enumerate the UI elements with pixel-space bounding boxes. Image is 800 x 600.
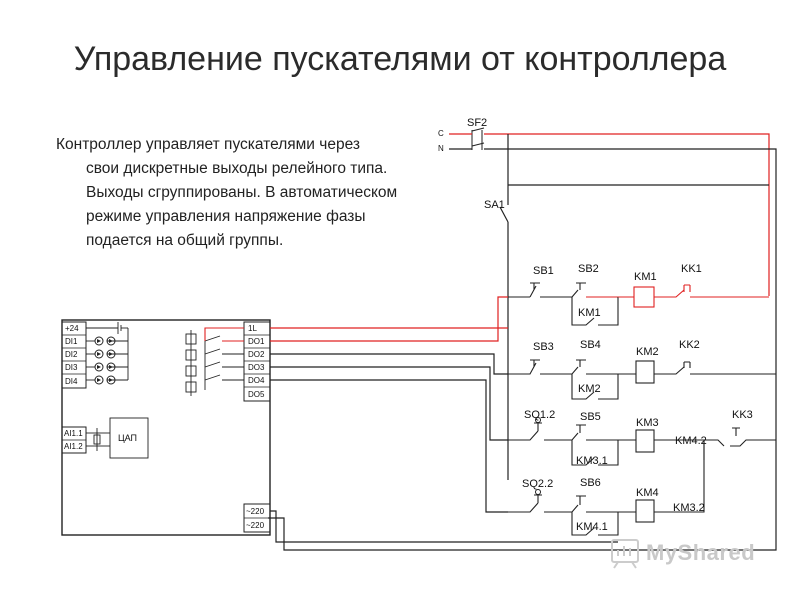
led-icon	[94, 349, 116, 359]
slide-body-text: Контроллер управляет пускателями через с…	[56, 133, 416, 253]
output-label: 1L	[248, 324, 257, 333]
rung2-thermal-label: KK2	[679, 339, 700, 351]
rung2-coil-label: KM2	[636, 346, 659, 358]
rung1-coil-label: KM1	[634, 271, 657, 283]
rung3-interlock-label: KM4.2	[675, 435, 707, 447]
phase-wire-top	[449, 133, 770, 296]
output-label: DO4	[248, 376, 265, 385]
controller-block	[61, 319, 271, 536]
terminal-c-label: C	[438, 129, 444, 138]
rung4-hold-label: KM4.1	[576, 521, 608, 533]
slide-title: Управление пускателями от контроллера	[73, 40, 727, 78]
rung1-thermal-label: KK1	[681, 263, 702, 275]
output-label: DO3	[248, 363, 265, 372]
rung1-stop-label: SB1	[533, 265, 554, 277]
rung2-hold-label: KM2	[578, 383, 601, 395]
power-terminal-label: ~220	[246, 521, 265, 530]
relay-output-circuit	[185, 330, 244, 396]
input-label: +24	[65, 324, 79, 333]
wire-do2	[270, 353, 508, 375]
wire-do3	[270, 366, 508, 441]
limit-switch-icon	[535, 489, 541, 495]
mode-switch-section	[499, 134, 769, 480]
watermark: MyShared	[608, 540, 768, 568]
rung3-hold-label: KM3.1	[576, 455, 608, 467]
input-led-circuit	[86, 322, 129, 381]
sf2-breaker-icon	[471, 127, 485, 150]
relay-phase-wire	[204, 327, 244, 342]
analog-input-label: AI1.2	[64, 442, 83, 451]
output-label: DO5	[248, 390, 265, 399]
led-icon	[94, 336, 116, 346]
led-icon	[94, 375, 116, 385]
neutral-wire-top	[268, 148, 777, 551]
rung-4	[508, 440, 705, 536]
rung3-coil-label: KM3	[636, 417, 659, 429]
rung4-interlock-label: KM3.2	[673, 502, 705, 514]
rung-1	[508, 282, 769, 326]
rung1-start-label: SB2	[578, 263, 599, 275]
rung4-stop-label: SQ2.2	[522, 478, 553, 490]
rung4-start-label: SB6	[580, 477, 601, 489]
sa1-label: SA1	[484, 199, 505, 211]
input-label: DI2	[65, 350, 78, 359]
sf2-label: SF2	[467, 117, 487, 129]
supply-section: C N SF2	[268, 117, 777, 551]
wire-do1	[270, 296, 508, 342]
output-label: DO1	[248, 337, 265, 346]
output-label: DO2	[248, 350, 265, 359]
rung-3	[508, 422, 776, 466]
wire-do4	[270, 379, 508, 513]
input-label: DI4	[65, 377, 78, 386]
input-label: DI1	[65, 337, 78, 346]
myshared-logo-icon	[611, 539, 639, 569]
terminal-n-label: N	[438, 144, 444, 153]
analog-circuit	[86, 417, 149, 459]
power-terminal-label: ~220	[246, 507, 265, 516]
rung3-thermal-label: KK3	[732, 409, 753, 421]
body-paragraph: свои дискретные выходы релейного типа. В…	[86, 160, 398, 249]
rung2-start-label: SB4	[580, 339, 601, 351]
limit-switch-icon	[535, 417, 541, 423]
rung2-stop-label: SB3	[533, 341, 554, 353]
analog-input-label: AI1.1	[64, 429, 83, 438]
rung-2	[508, 359, 776, 400]
body-line-1: Контроллер управляет пускателями через	[56, 136, 360, 153]
wire-220-a	[270, 510, 618, 543]
input-label: DI3	[65, 363, 78, 372]
watermark-text: MyShared	[646, 540, 756, 565]
dac-label: ЦАП	[118, 433, 137, 443]
rung3-stop-label: SQ1.2	[524, 409, 555, 421]
led-icon	[94, 362, 116, 372]
rung3-start-label: SB5	[580, 411, 601, 423]
rung1-hold-label: KM1	[578, 307, 601, 319]
rung4-coil-label: KM4	[636, 487, 659, 499]
